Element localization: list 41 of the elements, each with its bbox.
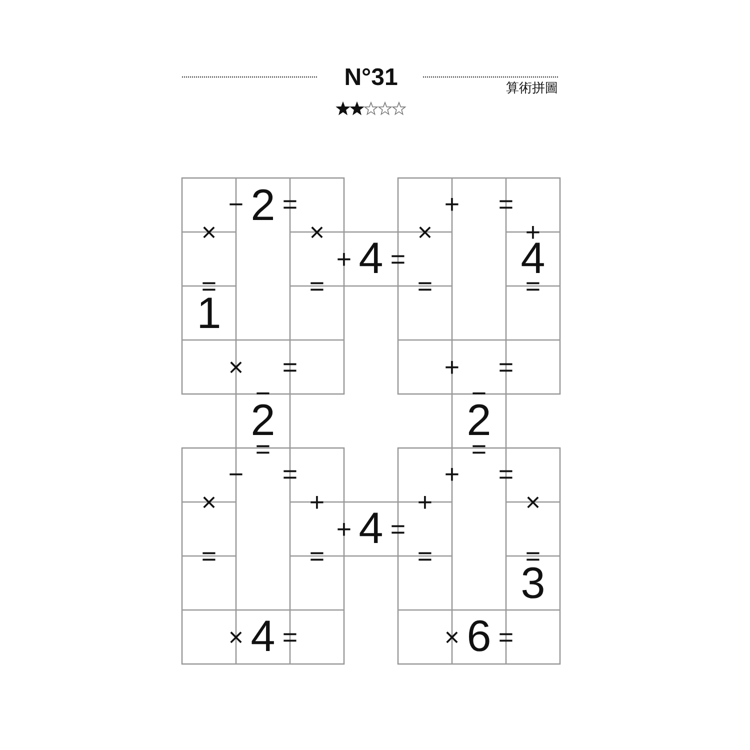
operator-symbol: =	[282, 354, 298, 380]
operator-symbol: =	[390, 516, 406, 542]
operator-symbol: =	[498, 354, 514, 380]
operator-symbol: +	[336, 246, 352, 272]
operator-symbol: ×	[201, 489, 217, 515]
clue-number: 4	[358, 507, 384, 551]
operator-symbol: =	[498, 461, 514, 487]
subtitle: 算術拼圖	[506, 81, 558, 94]
operator-symbol: +	[309, 489, 325, 515]
operator-symbol: =	[282, 461, 298, 487]
clue-number: 3	[520, 562, 546, 606]
operator-symbol: +	[444, 461, 460, 487]
operator-symbol: =	[309, 543, 325, 569]
operator-symbol: =	[201, 543, 217, 569]
operator-symbol: +	[336, 516, 352, 542]
operator-symbol: =	[498, 624, 514, 650]
operator-symbol: =	[390, 246, 406, 272]
operator-symbol: −	[228, 191, 244, 217]
operator-symbol: ×	[228, 624, 244, 650]
operator-symbol: =	[282, 191, 298, 217]
operator-symbol: ×	[201, 219, 217, 245]
operator-symbol: −	[228, 461, 244, 487]
operator-symbol: ×	[444, 624, 460, 650]
operator-symbol: +	[444, 354, 460, 380]
operator-symbol: =	[498, 191, 514, 217]
operator-symbol: ×	[228, 354, 244, 380]
operator-symbol: =	[525, 273, 541, 299]
operator-symbol: ×	[309, 219, 325, 245]
operator-symbol: ×	[417, 219, 433, 245]
operator-symbol: ×	[525, 489, 541, 515]
operator-symbol: =	[309, 273, 325, 299]
operator-symbol: =	[282, 624, 298, 650]
puzzle-number: N°31	[344, 66, 398, 90]
clue-number: 4	[250, 615, 276, 659]
clue-number: 4	[358, 237, 384, 281]
operator-symbol: +	[417, 489, 433, 515]
clue-number: 2	[250, 184, 276, 228]
clue-number: 6	[466, 615, 492, 659]
operator-symbol: =	[417, 543, 433, 569]
operator-symbol: +	[444, 191, 460, 217]
operator-symbol: =	[417, 273, 433, 299]
